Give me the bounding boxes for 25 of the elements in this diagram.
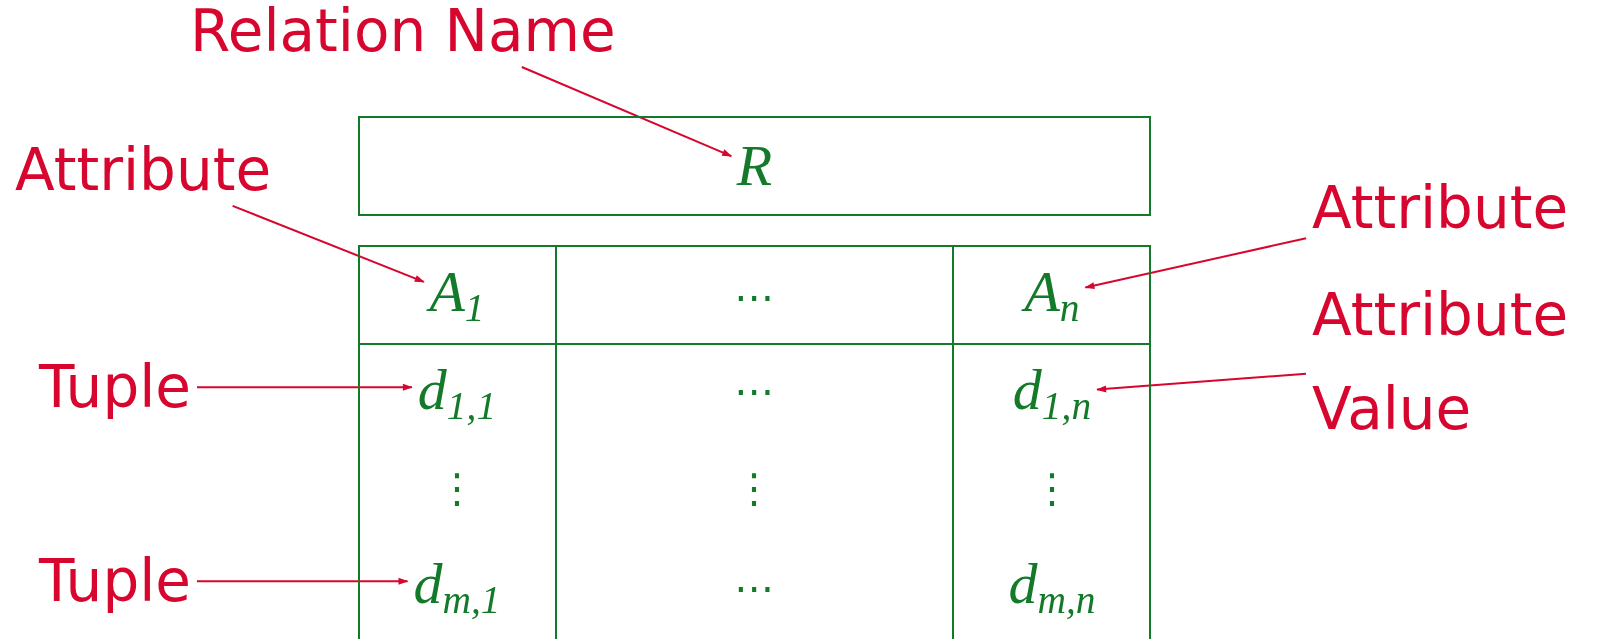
callout-label: Attribute Value (1312, 268, 1612, 456)
relation-table (358, 245, 1151, 639)
ellipsis-symbol: ⋯ (734, 566, 774, 610)
ellipsis-symbol: ⋯ (734, 275, 774, 319)
ellipsis-symbol: ⋮ (734, 466, 774, 510)
ellipsis-symbol: ⋮ (1032, 466, 1072, 510)
table-cell-text: d$_{m,n}$ (1008, 551, 1096, 623)
relation-name-text: R (736, 134, 773, 198)
arrow (231, 204, 425, 283)
arrow (1096, 372, 1307, 393)
table-cell-text: d$_{1,n}$ (1012, 357, 1092, 429)
callout-label: Attribute (1312, 175, 1569, 242)
callout-label: Relation Name (190, 0, 616, 65)
callout-label: Attribute (15, 137, 272, 204)
table-cell-text: d$_{m,1}$ (413, 551, 501, 623)
relation-name-box (358, 116, 1151, 216)
callout-label: Tuple (39, 354, 191, 421)
arrow (196, 577, 409, 585)
ellipsis-symbol: ⋯ (734, 369, 774, 413)
callout-label: Tuple (39, 548, 191, 615)
arrow (196, 383, 413, 391)
table-cell-text: d$_{1,1}$ (417, 357, 497, 429)
arrow (520, 66, 733, 158)
arrow (1084, 237, 1308, 289)
ellipsis-symbol: ⋮ (437, 466, 477, 510)
